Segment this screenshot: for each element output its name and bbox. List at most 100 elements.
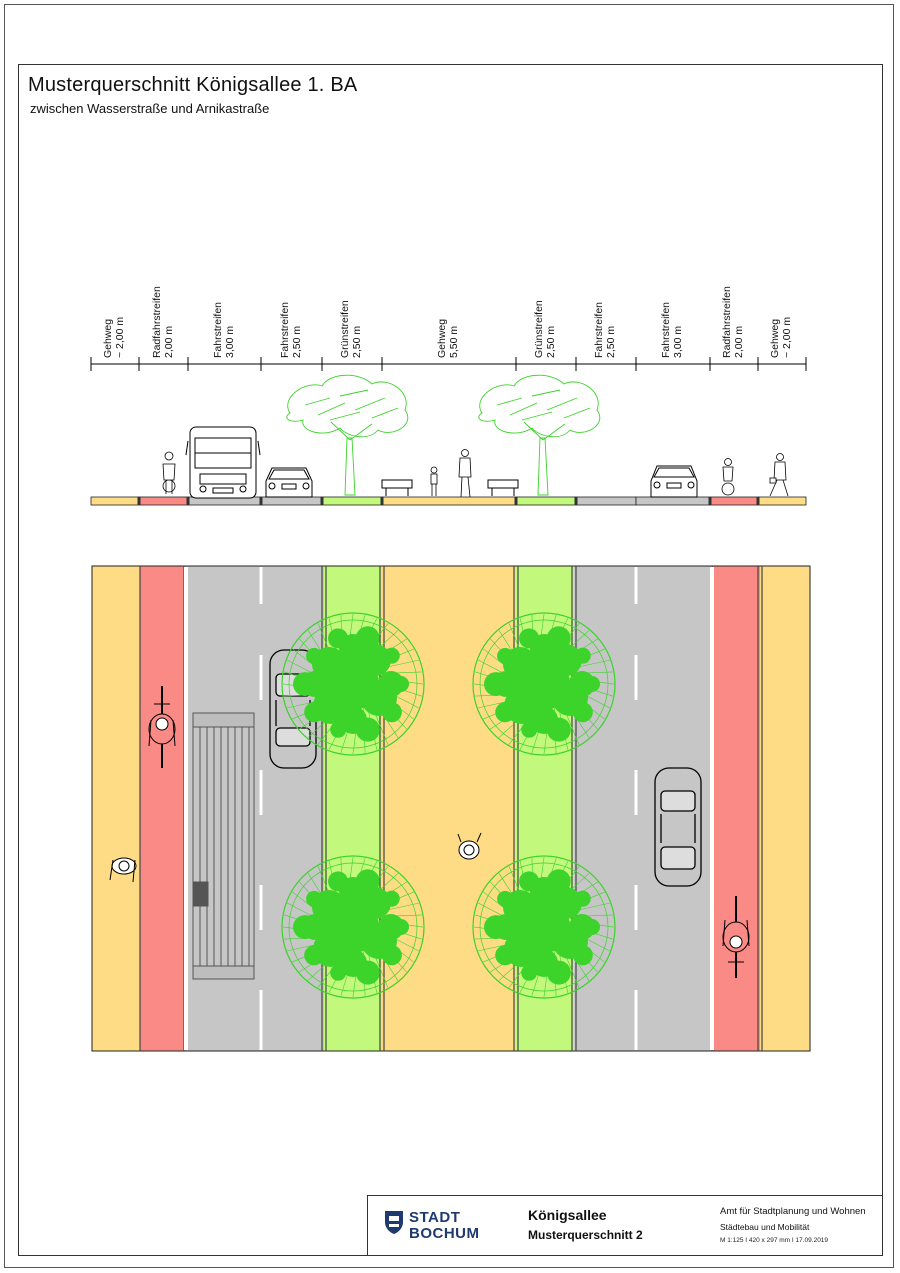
tree-foliage-edge — [330, 964, 347, 981]
tree-foliage-edge — [574, 890, 591, 907]
tree-foliage-edge — [381, 945, 402, 966]
tree-foliage-edge — [495, 702, 516, 723]
department-name: Städtebau und Mobilität — [720, 1222, 810, 1232]
tree-canopy-outline — [472, 855, 616, 999]
section-lane-1 — [90, 496, 140, 506]
tree-foliage-edge — [546, 869, 571, 894]
plan-trees — [281, 612, 616, 999]
section-curb — [514, 497, 518, 505]
tree-foliage-edge — [546, 626, 571, 651]
tree-canopy-outline — [281, 855, 425, 999]
tree-foliage — [355, 923, 379, 947]
tree-foliage-edge — [355, 717, 380, 742]
tree-foliage-edge — [574, 647, 591, 664]
project-name: Königsallee — [528, 1207, 607, 1223]
tree-foliage-edge — [306, 647, 323, 664]
plan-pedestrian-center — [457, 832, 482, 860]
section-lane-8 — [575, 496, 637, 506]
plan-cyclist-right — [722, 896, 750, 978]
tree-foliage-edge — [497, 890, 514, 907]
logo-line-1: STADT — [409, 1209, 461, 1226]
plan-tree-3 — [281, 855, 425, 999]
plan-lane-1 — [92, 566, 140, 1051]
tree-foliage-edge — [519, 628, 540, 649]
tree-foliage — [518, 909, 542, 933]
section-lane-5 — [321, 496, 383, 506]
tree-canopy-inner — [479, 619, 609, 749]
section-curb — [137, 497, 141, 505]
tree-canopy-outline — [472, 612, 616, 756]
section-curb — [259, 497, 263, 505]
plan-outline — [91, 565, 811, 1052]
section-bench-right — [487, 479, 519, 496]
section-lane-6 — [381, 496, 517, 506]
section-car-left — [265, 467, 313, 498]
tree-foliage-edge — [393, 919, 409, 935]
tree-foliage — [546, 923, 570, 947]
section-tree-right — [478, 374, 601, 496]
section-bench-left — [381, 479, 413, 496]
section-curb — [380, 497, 384, 505]
city-logo: STADT BOCHUM — [383, 1207, 493, 1247]
plan-lane-11 — [760, 566, 810, 1051]
tree-foliage-edge — [484, 672, 509, 697]
tree-canopy-outline — [281, 612, 425, 756]
plan-bus — [192, 712, 255, 980]
drawing-sheet — [4, 4, 894, 1268]
plan-lane-markings — [184, 567, 714, 1050]
section-curb — [186, 497, 190, 505]
tree-foliage-edge — [393, 676, 409, 692]
plan-lane-10 — [712, 566, 760, 1051]
section-lane-10 — [709, 496, 759, 506]
tree-foliage-edge — [355, 960, 380, 985]
tree-foliage-edge — [328, 628, 349, 649]
tree-foliage-edge — [584, 919, 600, 935]
section-tree-left — [286, 374, 409, 496]
section-curb — [708, 497, 712, 505]
section-lane-2 — [138, 496, 189, 506]
section-bus — [185, 426, 261, 499]
title-block — [367, 1195, 883, 1256]
tree-foliage-edge — [519, 871, 540, 892]
plan-car-right — [654, 767, 702, 887]
section-curb — [320, 497, 324, 505]
drawing-meta: M 1:125 I 420 x 297 mm I 17.09.2019 — [720, 1237, 829, 1244]
section-strip — [90, 496, 807, 506]
tree-foliage-edge — [495, 945, 516, 966]
page-subtitle: zwischen Wasserstraße und Arnikastraße — [30, 101, 270, 116]
tree-foliage-edge — [546, 960, 571, 985]
tree-foliage — [518, 666, 542, 690]
tree-foliage-edge — [355, 869, 380, 894]
tree-foliage — [359, 644, 391, 676]
plan-tree-4 — [472, 855, 616, 999]
drawing-name: Musterquerschnitt 2 — [528, 1228, 643, 1242]
plan-tree-1 — [281, 612, 425, 756]
tree-foliage-edge — [546, 717, 571, 742]
section-car-right — [650, 465, 698, 498]
tree-foliage-edge — [572, 945, 593, 966]
section-lane-11 — [757, 496, 807, 506]
section-lane-4 — [260, 496, 323, 506]
tree-foliage-edge — [293, 915, 318, 940]
bochum-crest-icon — [385, 1211, 403, 1234]
tree-foliage — [327, 909, 351, 933]
section-person-child — [430, 466, 438, 496]
tree-foliage-edge — [584, 676, 600, 692]
tree-foliage-edge — [572, 702, 593, 723]
plan-cyclist-left — [148, 686, 176, 768]
plan-lane-8 — [574, 566, 636, 1051]
section-lane-7 — [515, 496, 577, 506]
tree-foliage-edge — [304, 702, 325, 723]
tree-foliage-edge — [293, 672, 318, 697]
tree-foliage — [550, 644, 582, 676]
tree-foliage-edge — [306, 890, 323, 907]
office-name: Amt für Stadtplanung und Wohnen — [720, 1206, 866, 1217]
tree-canopy-inner — [288, 862, 418, 992]
tree-foliage-edge — [497, 647, 514, 664]
tree-foliage — [550, 887, 582, 919]
tree-foliage — [355, 680, 379, 704]
plan-tree-2 — [472, 612, 616, 756]
tree-foliage-edge — [521, 964, 538, 981]
tree-canopy-inner — [288, 619, 418, 749]
